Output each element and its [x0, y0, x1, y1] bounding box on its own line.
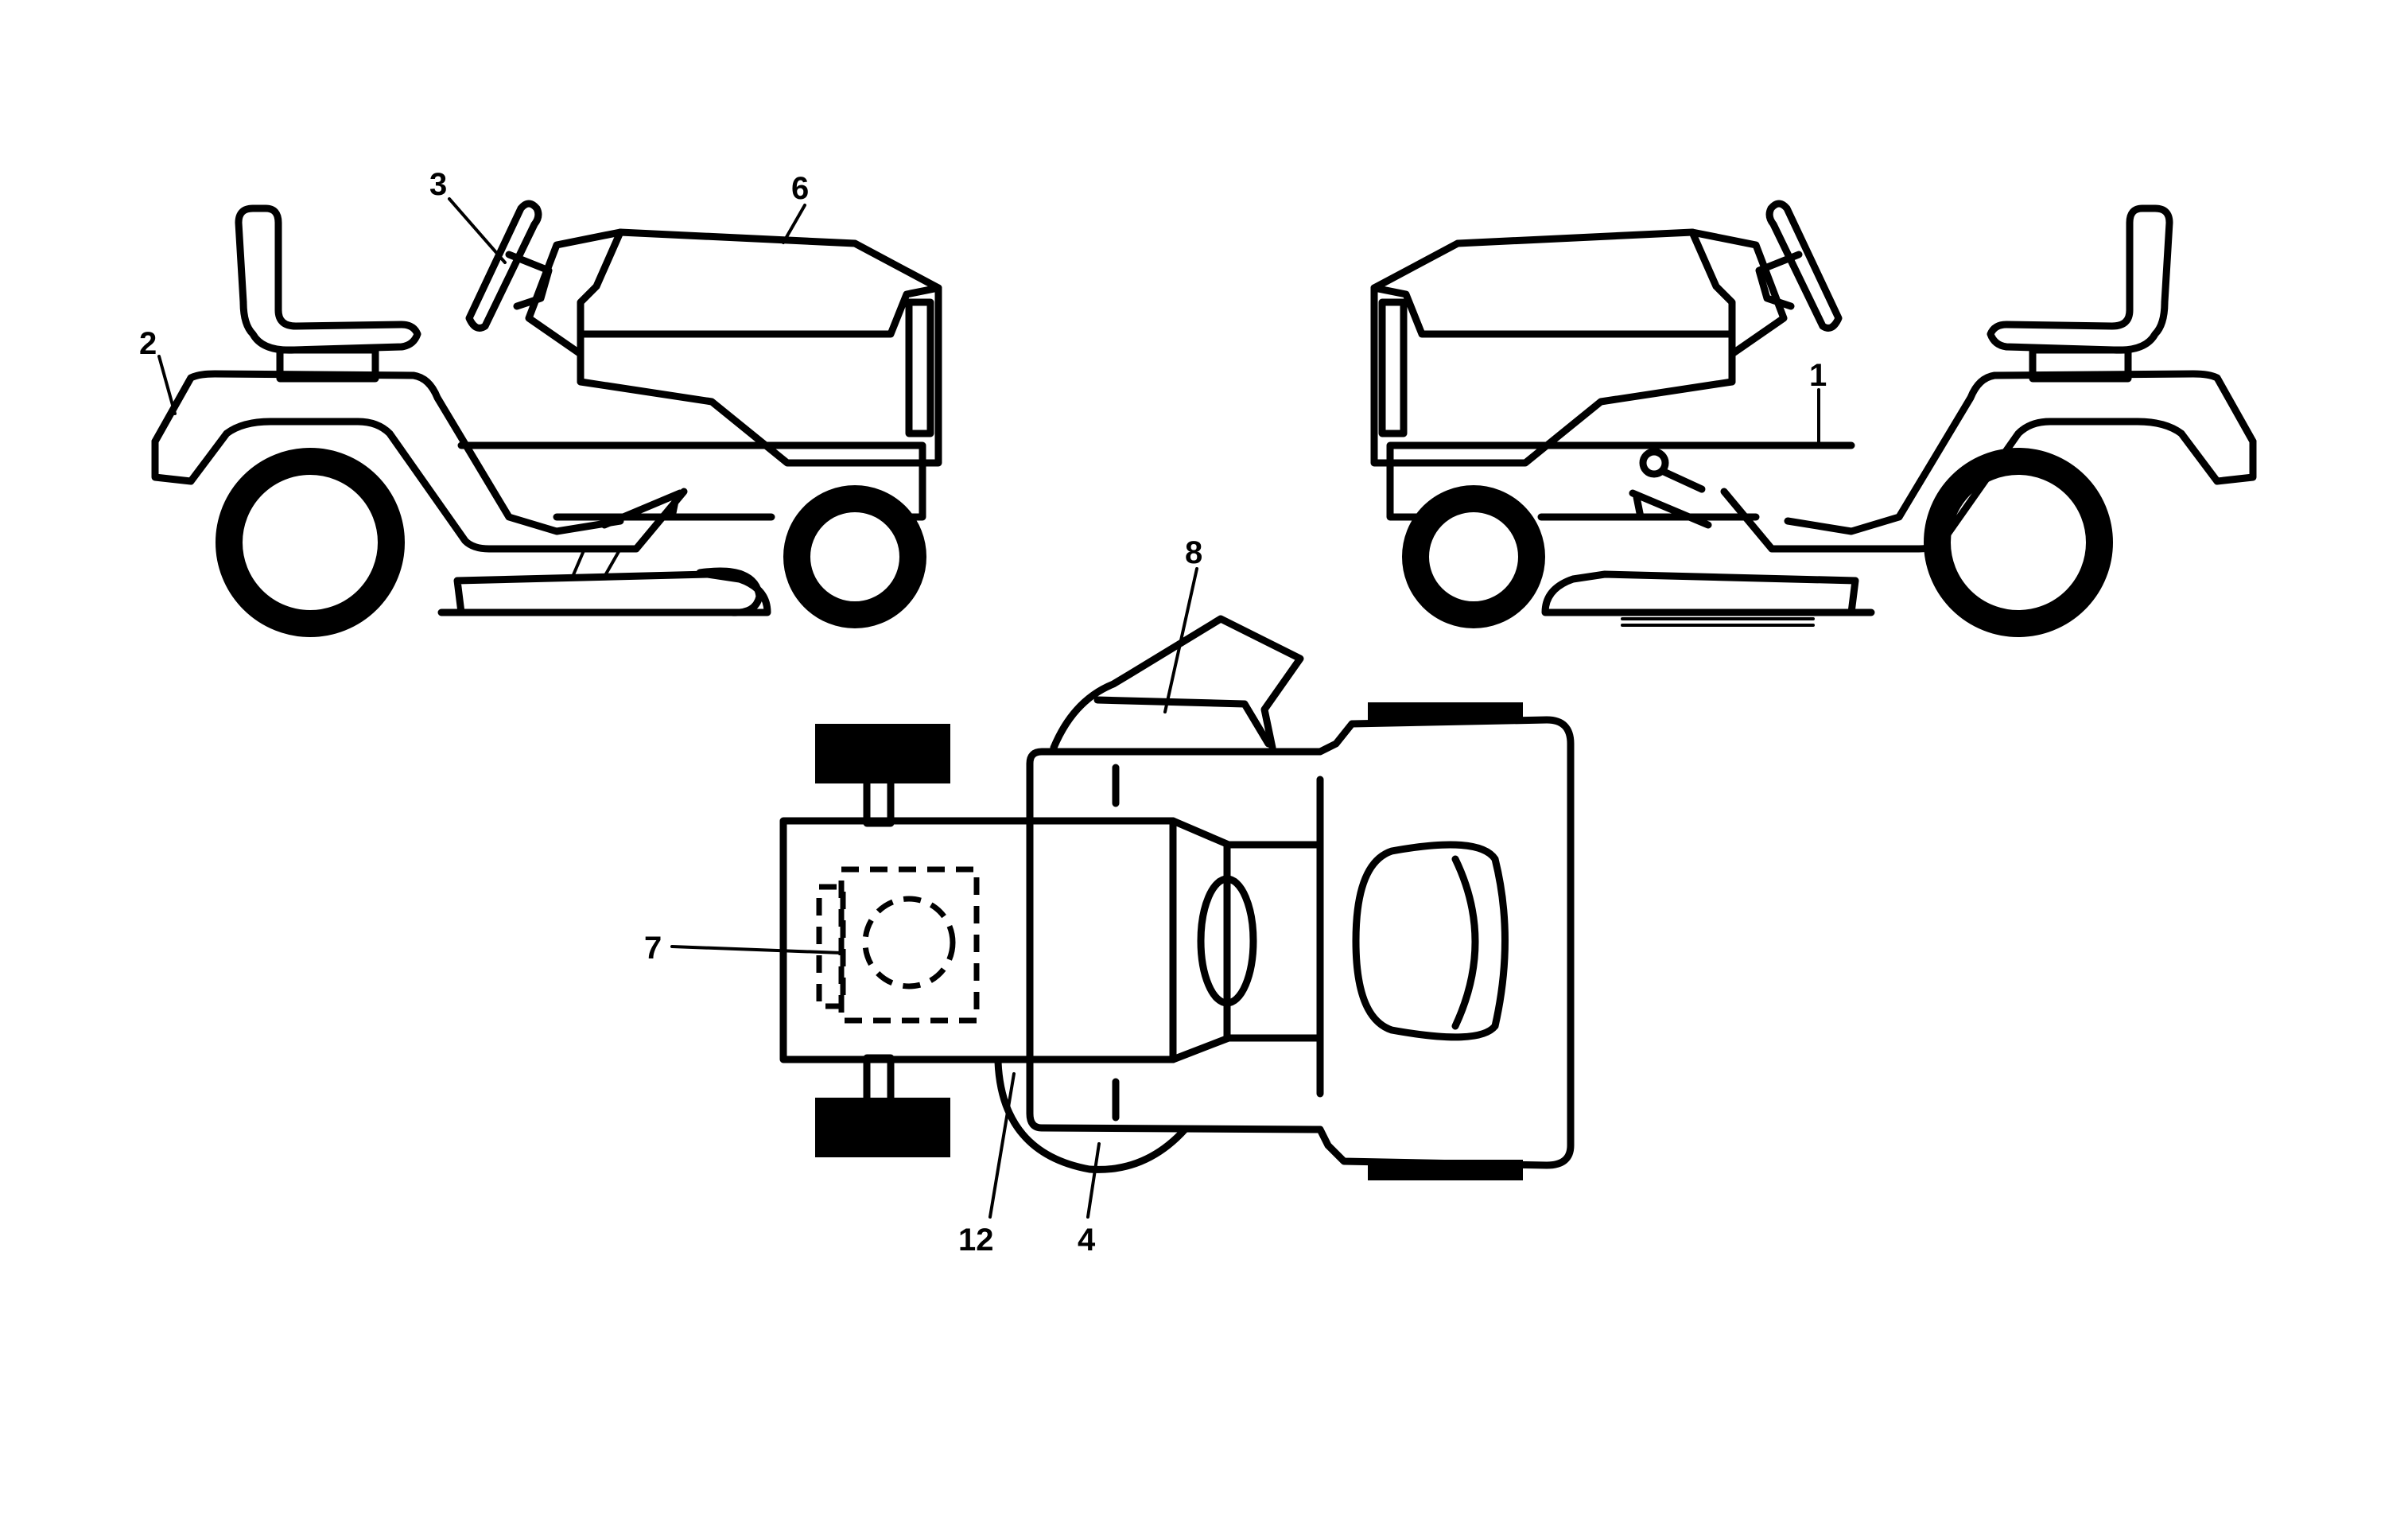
- seat-top: [1352, 841, 1509, 1041]
- callout-7-group: 7: [644, 931, 843, 966]
- frame-right: [1386, 441, 1855, 529]
- front-wheel-left: [783, 485, 926, 628]
- callout-6-group: 6: [782, 171, 809, 244]
- callout-1-group: 1: [1809, 358, 1827, 447]
- callout-1: 1: [1809, 358, 1827, 393]
- callout-4-group: 4: [1078, 1142, 1101, 1258]
- front-tire-bottom: [815, 1098, 950, 1157]
- callout-2: 2: [139, 326, 157, 361]
- steering-wheel: [465, 200, 553, 332]
- steering-wheel-right: [1755, 200, 1843, 332]
- callout-7: 7: [644, 931, 662, 966]
- hood-right: [1370, 228, 1788, 467]
- grass-chute: [1050, 615, 1304, 752]
- callout-12-group: 12: [958, 1072, 1016, 1258]
- engine-outline-dashed: [816, 866, 980, 1024]
- callout-8-group: 8: [1163, 535, 1202, 713]
- rear-wheel-left: [216, 448, 405, 637]
- callout-6: 6: [791, 171, 809, 206]
- top-view: 8 7 12 4: [644, 535, 1575, 1258]
- frame: [457, 441, 926, 529]
- callout-2-group: 2: [139, 326, 177, 415]
- callout-8: 8: [1185, 535, 1202, 570]
- hood: [525, 228, 942, 467]
- body-rear-fender: [151, 370, 688, 553]
- shift-lever-right: [1639, 448, 1706, 493]
- front-tire-top: [815, 724, 950, 783]
- callout-12: 12: [958, 1223, 994, 1258]
- deck-front-curve: [994, 1058, 1189, 1173]
- right-side-view: 1: [1370, 200, 2257, 637]
- mower-deck-right: [1541, 570, 1875, 627]
- mower-deck: [437, 547, 771, 616]
- callout-3: 3: [429, 167, 447, 202]
- seat: [235, 204, 421, 383]
- seat-right: [1987, 204, 2173, 383]
- callout-3-group: 3: [429, 167, 507, 264]
- hood-top: [779, 817, 1324, 1063]
- left-side-view: 3 6 2: [139, 167, 942, 637]
- front-wheel-right: [1402, 485, 1545, 628]
- deck-outline: [1026, 716, 1575, 1169]
- rear-wheel-right: [1924, 448, 2113, 637]
- callout-4: 4: [1078, 1223, 1096, 1258]
